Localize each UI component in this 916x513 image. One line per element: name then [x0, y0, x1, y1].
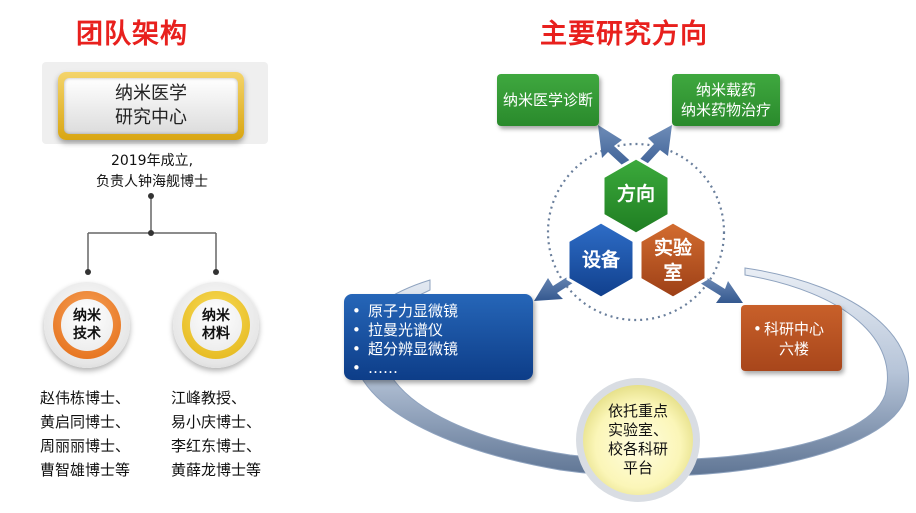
hex-lab-line1: 实验 — [653, 237, 692, 259]
nano-technology-badge: 纳米 技术 — [44, 282, 130, 368]
research-center-line2: 研究中心 — [115, 107, 187, 128]
equipment-item: 超分辨显微镜 — [352, 340, 533, 359]
member: 李红东博士、 — [171, 437, 262, 455]
platform-line3: 校各科研 — [607, 440, 668, 458]
nano-drug-line1: 纳米载药 — [695, 81, 756, 99]
equipment-item: 拉曼光谱仪 — [352, 321, 533, 340]
equipment-item: …… — [352, 359, 533, 378]
hex-lab-label: 实验 室 — [640, 236, 706, 286]
nano-drug-box: 纳米载药 纳米药物治疗 — [672, 74, 780, 126]
platform-text: 依托重点 实验室、 校各科研 平台 — [588, 402, 688, 478]
platform-line1: 依托重点 — [607, 402, 668, 420]
member: 赵伟栋博士、 — [40, 389, 131, 407]
team-structure-title: 团队架构 — [76, 19, 188, 50]
equipment-list-box: 原子力显微镜 拉曼光谱仪 超分辨显微镜 …… — [344, 294, 533, 380]
research-center-box: 纳米医学 研究中心 — [58, 72, 244, 140]
founded-text: 2019年成立, — [110, 153, 194, 169]
member: 黄启同博士、 — [40, 413, 131, 431]
nano-technology-line2: 技术 — [73, 326, 101, 342]
lab-location-box: • 科研中心 六楼 — [741, 305, 842, 371]
hex-equipment-label: 设备 — [581, 249, 620, 271]
equipment-list: 原子力显微镜 拉曼光谱仪 超分辨显微镜 …… — [344, 294, 533, 378]
nano-technology-members: 赵伟栋博士、 黄启同博士、 周丽丽博士、 曹智雄博士等 — [40, 386, 130, 482]
nano-materials-badge: 纳米 材料 — [173, 282, 259, 368]
platform-line2: 实验室、 — [607, 421, 668, 439]
lab-location-line2: 六楼 — [778, 340, 809, 358]
research-center-line1: 纳米医学 — [115, 83, 187, 104]
nano-diagnosis-label: 纳米医学诊断 — [502, 91, 593, 109]
equipment-item: 原子力显微镜 — [352, 302, 533, 321]
nano-drug-line2: 纳米药物治疗 — [680, 101, 771, 119]
lab-location-line1: 科研中心 — [763, 320, 824, 338]
nano-materials-line2: 材料 — [202, 326, 230, 342]
member: 江峰教授、 — [171, 389, 247, 407]
nano-technology-line1: 纳米 — [73, 308, 101, 324]
hex-lab-line2: 室 — [663, 262, 683, 284]
nano-materials-members: 江峰教授、 易小庆博士、 李红东博士、 黄薛龙博士等 — [171, 386, 261, 482]
member: 周丽丽博士、 — [40, 437, 131, 455]
leader-text: 负责人钟海舰博士 — [96, 174, 208, 190]
member: 曹智雄博士等 — [40, 461, 131, 479]
nano-materials-line1: 纳米 — [202, 308, 230, 324]
platform-line4: 平台 — [622, 459, 653, 477]
org-connector — [85, 193, 219, 275]
member: 易小庆博士、 — [171, 413, 262, 431]
hex-direction-label: 方向 — [616, 183, 655, 205]
nano-diagnosis-box: 纳米医学诊断 — [497, 74, 599, 126]
research-direction-title: 主要研究方向 — [540, 19, 708, 50]
member: 黄薛龙博士等 — [171, 461, 262, 479]
